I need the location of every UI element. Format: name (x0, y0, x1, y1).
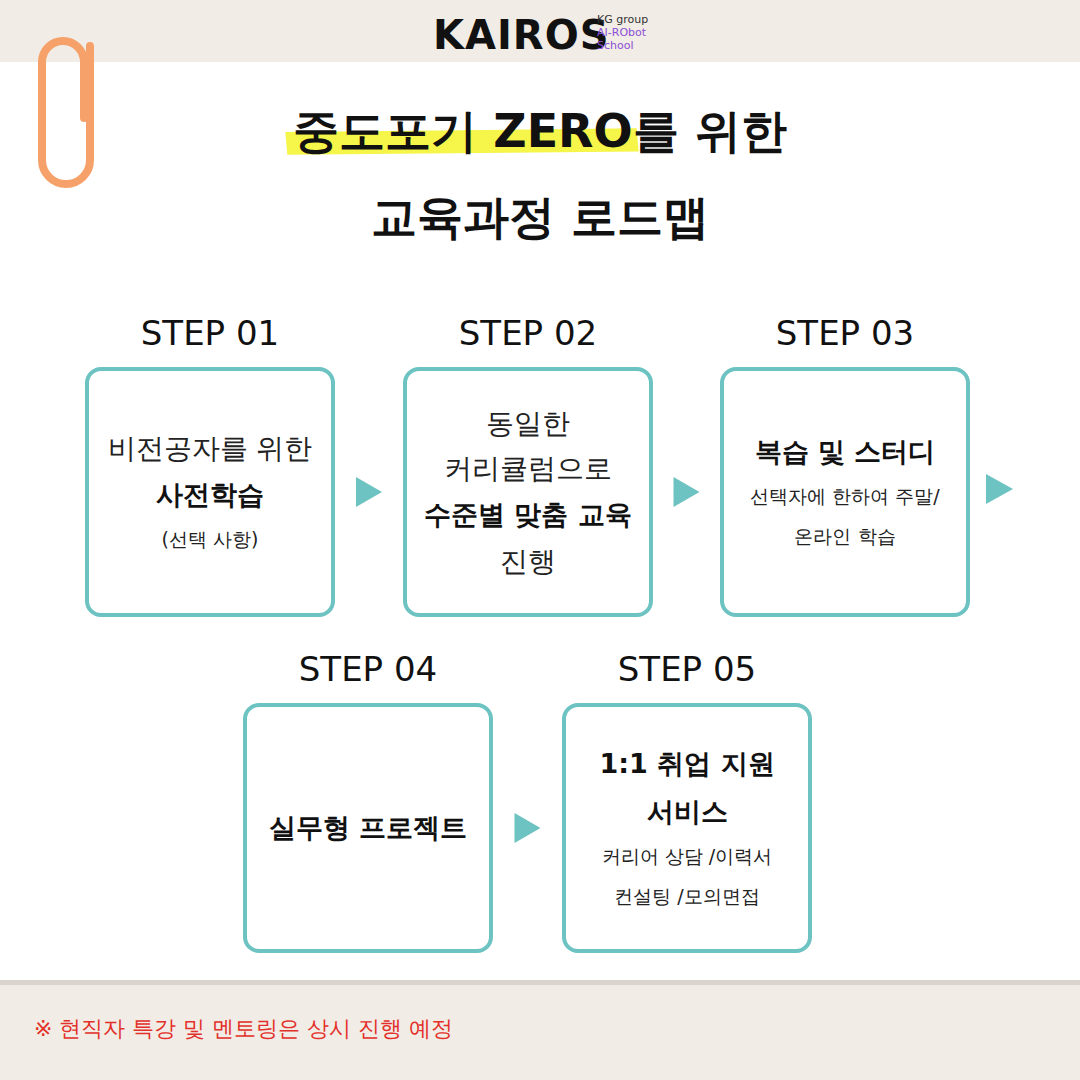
step-arrow (674, 477, 700, 507)
logo-subtext: AI-RObot (597, 27, 646, 40)
step-box: 실무형 프로젝트 (243, 703, 493, 953)
paper-clip (42, 41, 90, 184)
footnote: ※ 현직자 특강 및 멘토링은 상시 진행 예정 (34, 1016, 453, 1041)
step-box: 비전공자를 위한사전학습(선택 사항) (85, 367, 335, 617)
step-text: 진행 (500, 539, 556, 584)
step-arrow (515, 813, 541, 843)
step-node: STEP 02동일한 커리큘럼으로수준별 맞춤 교육진행 (403, 367, 653, 617)
footer-shadow (0, 980, 1080, 985)
step-heading: STEP 02 (383, 313, 673, 353)
footer-band (0, 984, 1080, 1080)
step-node: STEP 03복습 및 스터디선택자에 한하여 주말/온라인 학습 (720, 367, 970, 617)
step-heading: STEP 05 (542, 649, 832, 689)
step-box: 1:1 취업 지원 서비스커리어 상담 /이력서 컨설팅 /모의면접 (562, 703, 812, 953)
header-band (0, 0, 1080, 62)
step-text: 수준별 맞춤 교육 (424, 491, 632, 539)
continue-arrow (986, 474, 1013, 504)
logo-subtext: KG group (597, 14, 648, 27)
step-text: 동일한 커리큘럼으로 (419, 401, 637, 491)
step-node: STEP 01비전공자를 위한사전학습(선택 사항) (85, 367, 335, 617)
logo-text: KAIROS (433, 12, 609, 58)
step-text: 복습 및 스터디 (755, 428, 936, 476)
step-text: 실무형 프로젝트 (269, 804, 467, 852)
step-heading: STEP 01 (65, 313, 355, 353)
step-heading: STEP 03 (700, 313, 990, 353)
step-text: 사전학습 (156, 471, 264, 519)
step-text: (선택 사항) (162, 519, 259, 559)
logo-subtext: School (597, 40, 634, 53)
step-text: 비전공자를 위한 (108, 426, 313, 471)
step-box: 복습 및 스터디선택자에 한하여 주말/온라인 학습 (720, 367, 970, 617)
step-text: 1:1 취업 지원 서비스 (578, 740, 796, 836)
title: 중도포기 ZERO를 위한 교육과정 로드맵 (270, 88, 810, 260)
step-node: STEP 04실무형 프로젝트 (243, 703, 493, 953)
step-node: STEP 051:1 취업 지원 서비스커리어 상담 /이력서 컨설팅 /모의면… (562, 703, 812, 953)
step-heading: STEP 04 (223, 649, 513, 689)
step-arrow (356, 477, 382, 507)
step-text: 커리어 상담 /이력서 컨설팅 /모의면접 (578, 836, 796, 916)
step-text: 선택자에 한하여 주말/온라인 학습 (736, 476, 954, 556)
step-box: 동일한 커리큘럼으로수준별 맞춤 교육진행 (403, 367, 653, 617)
